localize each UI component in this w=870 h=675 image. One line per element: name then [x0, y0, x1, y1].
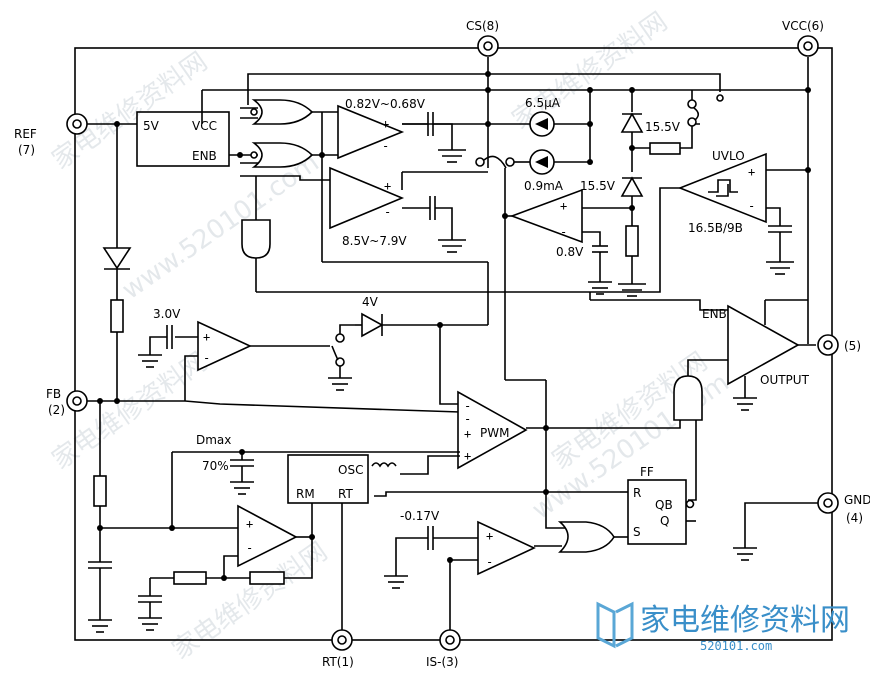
- pin-vcc: VCC(6): [782, 19, 824, 344]
- pin-is-label: IS-(3): [426, 655, 458, 669]
- regulator-5v-block: 5V VCC ENB: [136, 111, 230, 167]
- dmax-capacitor: Dmax 70%: [172, 433, 460, 495]
- cs-window-low-label: 8.5V~7.9V: [342, 234, 407, 248]
- pin-gnd-label: GND: [844, 493, 870, 507]
- regulator-enb-label: ENB: [192, 149, 217, 163]
- pin-is: IS-(3): [426, 629, 461, 669]
- svg-text:+: +: [464, 427, 471, 441]
- watermark-text: 家电维修资料网: [47, 347, 213, 476]
- dmax-label: Dmax: [196, 433, 231, 447]
- pin-output: (5): [817, 334, 861, 356]
- pin-cs: CS(8): [466, 19, 499, 168]
- svg-text:-: -: [246, 541, 253, 555]
- output-enb-label: ENB: [702, 307, 727, 321]
- comparator-0-8v: + - 0.8V: [509, 188, 632, 295]
- comparator-cs-high: + - 0.82V~0.68V: [337, 97, 466, 163]
- svg-text:+: +: [384, 179, 391, 193]
- svg-text:+: +: [246, 517, 253, 531]
- comparator-3v: + - 3.0V: [138, 307, 252, 401]
- svg-text:+: +: [748, 165, 755, 179]
- pin-rt: RT(1): [322, 629, 354, 669]
- comparator-is: + - -0.17V: [384, 509, 536, 589]
- pin-gnd-number: (4): [846, 511, 863, 525]
- and-gate-left: [241, 176, 590, 293]
- watermark-url: www.520101.com: [117, 148, 325, 306]
- oscillator-block: OSC RM RT: [287, 454, 369, 504]
- rm-label: RM: [296, 487, 315, 501]
- svg-text:-: -: [560, 225, 567, 239]
- or-gate-upper: [240, 99, 314, 125]
- chip-outline: [74, 47, 833, 641]
- rt-label: RT: [338, 487, 353, 501]
- svg-text:-: -: [464, 399, 471, 413]
- osc-label: OSC: [338, 463, 363, 477]
- dmax-pct-label: 70%: [202, 459, 229, 473]
- comparator-cs-low: + - 8.5V~7.9V: [329, 166, 466, 253]
- ff-r-label: R: [633, 486, 641, 500]
- svg-text:+: +: [203, 330, 210, 344]
- svg-text:-: -: [486, 555, 493, 569]
- and-gate-right: [546, 359, 728, 501]
- svg-text:+: +: [486, 529, 493, 543]
- current-source-2-label: 0.9mA: [524, 179, 564, 193]
- site-logo: 家电维修资料网 520101.com: [596, 601, 850, 653]
- output-driver: ENB OUTPUT: [702, 299, 816, 411]
- pin-output-label: (5): [844, 339, 861, 353]
- pin-rt-label: RT(1): [322, 655, 354, 669]
- fb-ref-label: 3.0V: [153, 307, 181, 321]
- svg-text:+: +: [560, 199, 567, 213]
- current-source-6-5ua: 6.5μA: [488, 96, 590, 137]
- svg-text:-: -: [384, 205, 391, 219]
- pwm-label: PWM: [480, 426, 509, 440]
- svg-text:-: -: [382, 139, 389, 153]
- zener-15-5v-upper: 15.5V: [620, 90, 681, 172]
- dmax-amplifier: + -: [172, 504, 312, 578]
- pwm-comparator: - - + + PWM: [457, 390, 528, 470]
- zener-1-label: 15.5V: [645, 120, 681, 134]
- zener-15-5v-lower: 15.5V: [580, 176, 644, 226]
- pin-gnd: GND (4): [733, 492, 870, 561]
- uvlo-comparator: + - UVLO 16.5B/9B: [677, 149, 767, 235]
- uvlo-label: UVLO: [712, 149, 745, 163]
- svg-text:+: +: [464, 449, 471, 463]
- or-gate-lower: [240, 142, 314, 168]
- output-driver-label: OUTPUT: [760, 373, 810, 387]
- regulator-5v-label: 5V: [143, 119, 160, 133]
- svg-text:-: -: [203, 351, 210, 365]
- pin-cs-label: CS(8): [466, 19, 499, 33]
- ff-qb-label: QB: [655, 498, 673, 512]
- ff-q-label: Q: [660, 514, 669, 528]
- logo-url: 520101.com: [700, 639, 772, 653]
- pin-ref-label: REF: [14, 127, 37, 141]
- current-source-1-label: 6.5μA: [525, 96, 561, 110]
- diode-4v-label: 4V: [362, 295, 379, 309]
- or-gate-bottom: [545, 520, 628, 553]
- is-ref-label: -0.17V: [400, 509, 440, 523]
- svg-text:-: -: [748, 199, 755, 213]
- pin-fb-number: (2): [48, 403, 65, 417]
- uvlo-threshold-label: 16.5B/9B: [688, 221, 743, 235]
- diode-4v: 4V: [355, 295, 488, 338]
- pin-vcc-label: VCC(6): [782, 19, 824, 33]
- pin-fb: FB (2): [46, 387, 88, 417]
- pin-ref-number: (7): [18, 143, 35, 157]
- svg-text:+: +: [382, 117, 389, 131]
- flip-flop: FF R S QB Q: [620, 465, 696, 545]
- regulator-vcc-label: VCC: [192, 119, 217, 133]
- cs-window-high-label: 0.82V~0.68V: [345, 97, 426, 111]
- svg-text:-: -: [464, 412, 471, 426]
- pin-fb-label: FB: [46, 387, 61, 401]
- zener-2-label: 15.5V: [580, 179, 616, 193]
- ff-s-label: S: [633, 525, 641, 539]
- ff-label: FF: [640, 465, 654, 479]
- comparator-ref-label: 0.8V: [556, 245, 584, 259]
- logo-text: 家电维修资料网: [640, 603, 850, 638]
